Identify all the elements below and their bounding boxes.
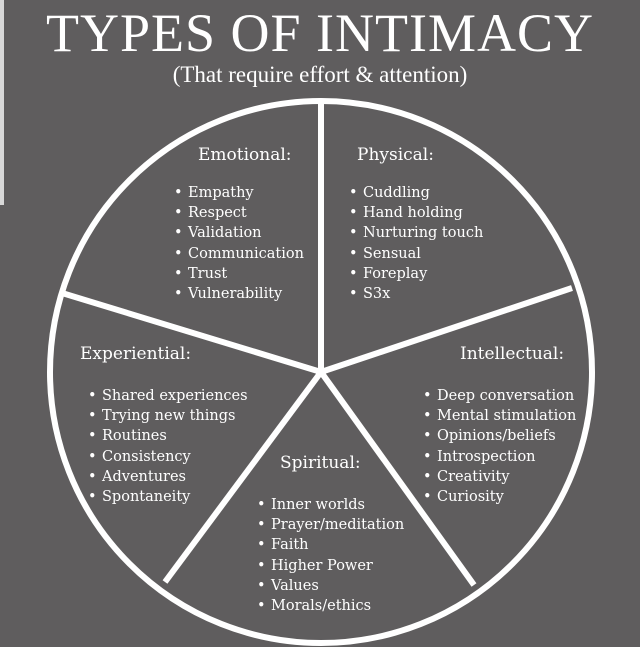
list-item: Nurturing touch xyxy=(349,223,483,243)
list-item: Creativity xyxy=(423,467,576,487)
list-item: Opinions/beliefs xyxy=(423,426,576,446)
list-item: Trying new things xyxy=(88,406,248,426)
list-item: Faith xyxy=(257,535,404,555)
list-item: Communication xyxy=(174,244,304,264)
divider-bottom-right xyxy=(318,370,477,587)
segment-heading-emotional: Emotional: xyxy=(198,145,292,165)
list-item: Vulnerability xyxy=(174,284,304,304)
segment-heading-spiritual: Spiritual: xyxy=(280,453,361,473)
segment-list-physical: Cuddling Hand holding Nurturing touch Se… xyxy=(349,183,483,304)
segment-list-intellectual: Deep conversation Mental stimulation Opi… xyxy=(423,386,576,507)
list-item: Cuddling xyxy=(349,183,483,203)
list-item: Deep conversation xyxy=(423,386,576,406)
list-item: Mental stimulation xyxy=(423,406,576,426)
page-subtitle: (That require effort & attention) xyxy=(172,62,468,87)
segment-heading-physical: Physical: xyxy=(357,145,434,165)
list-item: Inner worlds xyxy=(257,495,404,515)
segment-heading-intellectual: Intellectual: xyxy=(460,344,565,364)
list-item: Respect xyxy=(174,203,304,223)
segment-experiential: Experiential: Shared experiences Trying … xyxy=(80,343,248,507)
list-item: Sensual xyxy=(349,244,483,264)
page-title: TYPES OF INTIMACY xyxy=(45,3,595,63)
list-item: Trust xyxy=(174,264,304,284)
segment-heading-experiential: Experiential: xyxy=(80,344,192,364)
segment-list-spiritual: Inner worlds Prayer/meditation Faith Hig… xyxy=(257,495,404,616)
list-item: Consistency xyxy=(88,447,248,467)
list-item: Foreplay xyxy=(349,264,483,284)
list-item: Shared experiences xyxy=(88,386,248,406)
list-item: Prayer/meditation xyxy=(257,515,404,535)
list-item: Curiosity xyxy=(423,487,576,507)
divider-right xyxy=(320,285,573,375)
list-item: Morals/ethics xyxy=(257,596,404,616)
list-item: Empathy xyxy=(174,183,304,203)
list-item: Spontaneity xyxy=(88,487,248,507)
list-item: Hand holding xyxy=(349,203,483,223)
segment-spiritual: Spiritual: Inner worlds Prayer/meditatio… xyxy=(257,452,404,616)
list-item: Validation xyxy=(174,223,304,243)
left-edge-strip xyxy=(0,0,4,205)
segment-list-emotional: Empathy Respect Validation Communication… xyxy=(174,183,304,304)
segment-physical: Physical: Cuddling Hand holding Nurturin… xyxy=(349,144,483,304)
list-item: Routines xyxy=(88,426,248,446)
segment-intellectual: Intellectual: Deep conversation Mental s… xyxy=(423,343,576,507)
segment-emotional: Emotional: Empathy Respect Validation Co… xyxy=(174,144,304,304)
list-item: Introspection xyxy=(423,447,576,467)
divider-left xyxy=(61,290,322,375)
list-item: Values xyxy=(257,576,404,596)
list-item: S3x xyxy=(349,284,483,304)
list-item: Higher Power xyxy=(257,556,404,576)
list-item: Adventures xyxy=(88,467,248,487)
segment-list-experiential: Shared experiences Trying new things Rou… xyxy=(88,386,248,507)
